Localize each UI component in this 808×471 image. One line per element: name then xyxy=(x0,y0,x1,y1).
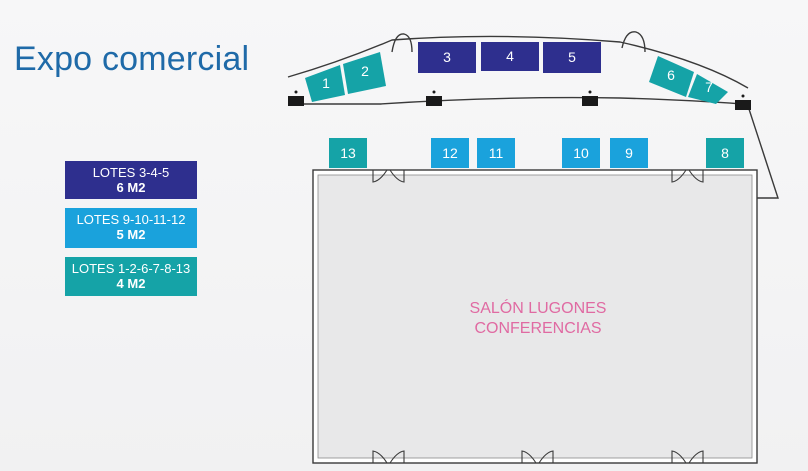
legend-size-label: 5 M2 xyxy=(116,227,146,242)
hall-doors-bottom xyxy=(372,450,704,464)
booth-label: 4 xyxy=(506,48,514,64)
legend-size-label: 4 M2 xyxy=(116,276,146,291)
booth-2[interactable]: 2 xyxy=(343,52,386,94)
legend-lotes-9-10-11-12: LOTES 9-10-11-12 5 M2 xyxy=(65,208,197,248)
legend-lotes-3-4-5: LOTES 3-4-5 6 M2 xyxy=(65,161,197,199)
booth-10[interactable]: 10 xyxy=(562,138,600,168)
legend-lotes-label: LOTES 9-10-11-12 xyxy=(76,212,186,227)
booth-9[interactable]: 9 xyxy=(610,138,648,168)
legend-lotes-1-2-6-7-8-13: LOTES 1-2-6-7-8-13 4 M2 xyxy=(65,257,197,296)
booth-13[interactable]: 13 xyxy=(329,138,367,168)
door-icon xyxy=(372,169,405,183)
booth-4[interactable]: 4 xyxy=(481,42,539,71)
door-icon xyxy=(671,169,704,183)
door-icon xyxy=(372,450,405,464)
booth-label: 8 xyxy=(721,145,729,161)
hall-doors-top xyxy=(372,169,704,183)
hall-subtitle: CONFERENCIAS xyxy=(474,320,601,337)
hall-name: SALÓN LUGONES xyxy=(470,298,607,317)
booth-8[interactable]: 8 xyxy=(706,138,744,168)
legend-lotes-label: LOTES 1-2-6-7-8-13 xyxy=(71,261,191,276)
pillar-dot xyxy=(741,94,745,98)
booth-label: 11 xyxy=(489,145,504,161)
salon-lugones-hall: SALÓN LUGONES CONFERENCIAS xyxy=(312,169,758,464)
booth-label: 9 xyxy=(625,145,633,161)
booth-12[interactable]: 12 xyxy=(431,138,469,168)
booth-5[interactable]: 5 xyxy=(543,42,601,73)
pillar-dot xyxy=(432,90,436,94)
legend-size-label: 6 M2 xyxy=(116,180,146,195)
pillars xyxy=(288,90,751,110)
booth-6[interactable]: 6 xyxy=(649,56,694,97)
booth-label: 6 xyxy=(667,67,675,83)
pillar xyxy=(288,96,304,106)
booth-label: 1 xyxy=(322,75,330,91)
pillar-dot xyxy=(294,90,298,94)
pillar xyxy=(735,100,751,110)
door-icon xyxy=(521,450,554,464)
booth-label: 10 xyxy=(573,145,589,161)
booth-label: 13 xyxy=(340,145,356,161)
pillar-dot xyxy=(588,90,592,94)
pillar xyxy=(426,96,442,106)
pillar xyxy=(582,96,598,106)
booth-7[interactable]: 7 xyxy=(688,74,728,104)
legend-lotes-label: LOTES 3-4-5 xyxy=(92,165,170,180)
booth-11[interactable]: 11 xyxy=(477,138,515,168)
booth-1[interactable]: 1 xyxy=(305,65,345,102)
booth-label: 2 xyxy=(361,63,369,79)
booth-label: 12 xyxy=(442,145,458,161)
booth-3[interactable]: 3 xyxy=(418,42,476,73)
door-icon xyxy=(671,450,704,464)
booth-label: 3 xyxy=(443,49,451,65)
page-title: Expo comercial xyxy=(14,40,250,78)
booth-label: 7 xyxy=(705,79,713,95)
booth-label: 5 xyxy=(568,49,576,65)
